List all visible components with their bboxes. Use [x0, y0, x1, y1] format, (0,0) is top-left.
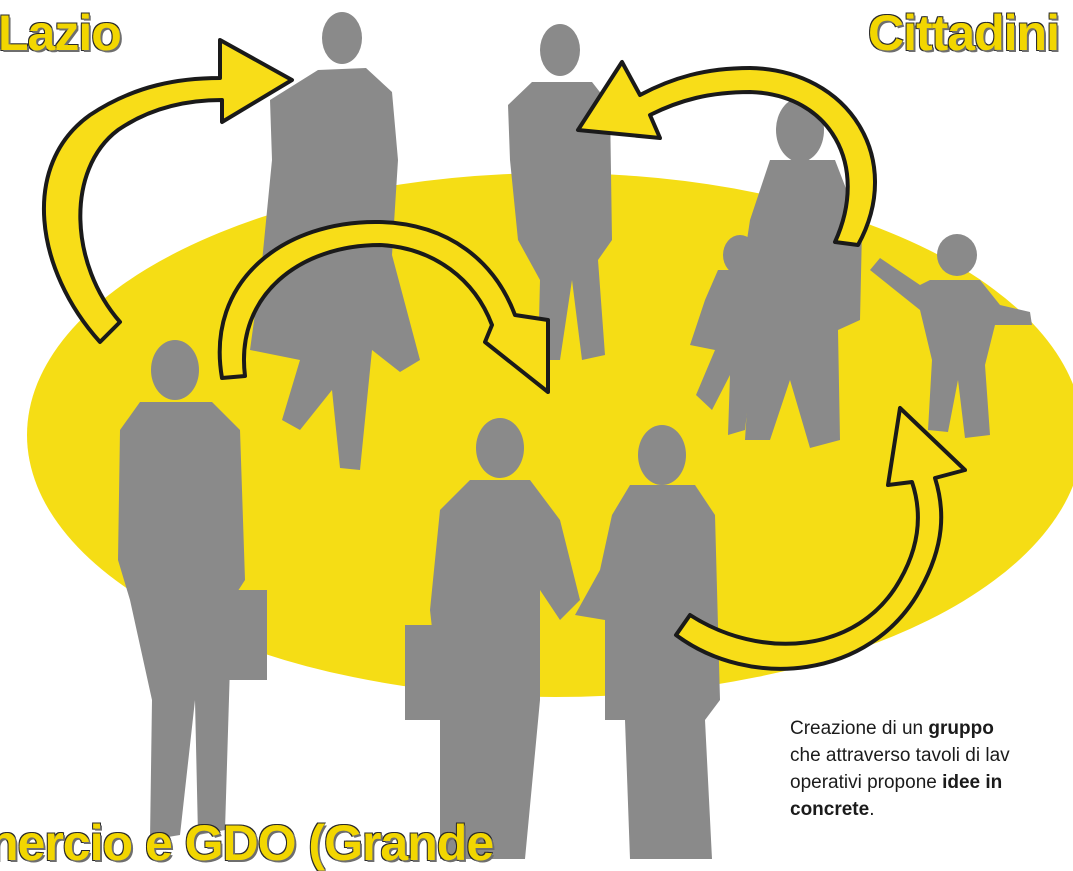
man-silhouette-top	[508, 24, 612, 360]
label-cittadini: Cittadini	[868, 5, 1060, 61]
arrow-icon	[674, 406, 967, 671]
man-silhouette-left	[118, 340, 267, 840]
arrow-icon	[217, 219, 550, 394]
label-lazio: Lazio	[0, 5, 122, 61]
woman-silhouette	[250, 12, 420, 470]
man-silhouette-handshake-right	[575, 425, 720, 859]
description-text: Creazione di un gruppo che attraverso ta…	[790, 715, 1073, 823]
people-silhouettes	[118, 12, 1032, 859]
description-line3-prefix: operativi propone	[790, 772, 943, 793]
arrow-icon	[41, 38, 294, 344]
man-silhouette-handshake-left	[405, 418, 580, 859]
description-line4-suffix: .	[869, 799, 875, 820]
cycle-arrows	[41, 38, 967, 671]
description-line1-prefix: Creazione di un	[790, 718, 929, 739]
label-commercio: nercio e GDO (Grande	[0, 815, 494, 871]
description-line2: che attraverso tavoli di lav	[790, 745, 1010, 766]
description-line4-bold: concrete	[790, 799, 870, 820]
description-line3-bold: idee in	[942, 772, 1003, 793]
child-silhouette-right	[870, 234, 1032, 438]
description-line1-bold: gruppo	[928, 718, 994, 739]
child-silhouette-left	[690, 235, 775, 435]
arrow-icon	[576, 60, 877, 247]
